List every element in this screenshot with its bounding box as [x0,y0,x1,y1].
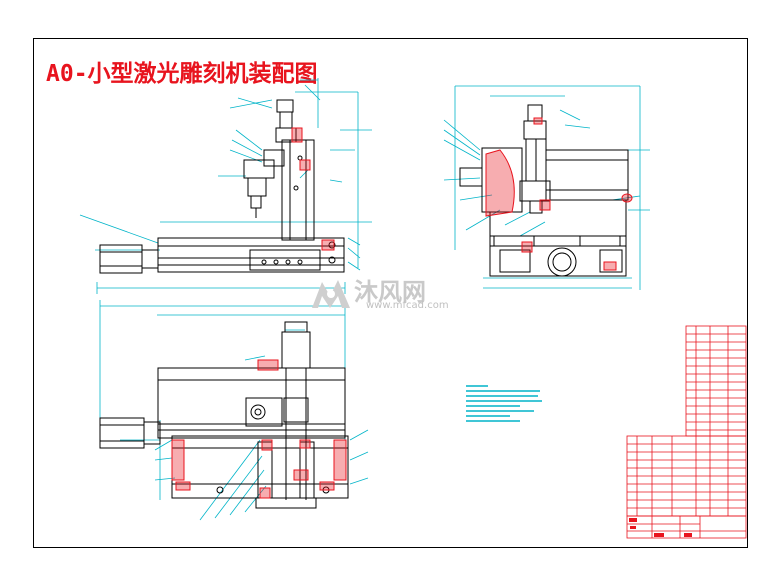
watermark-brand: 沐风网 [354,278,426,306]
watermark: 沐风网 www.mfcad.com [306,270,476,320]
drawing-title: A0-小型激光雕刻机装配图 [46,61,318,87]
watermark-url: www.mfcad.com [366,300,449,311]
top-view [99,300,369,521]
title-block [626,325,747,539]
side-view [443,85,650,290]
drawing-border [33,38,748,548]
watermark-logo-icon [312,280,350,308]
front-view [79,78,372,294]
notes-block [466,385,542,422]
